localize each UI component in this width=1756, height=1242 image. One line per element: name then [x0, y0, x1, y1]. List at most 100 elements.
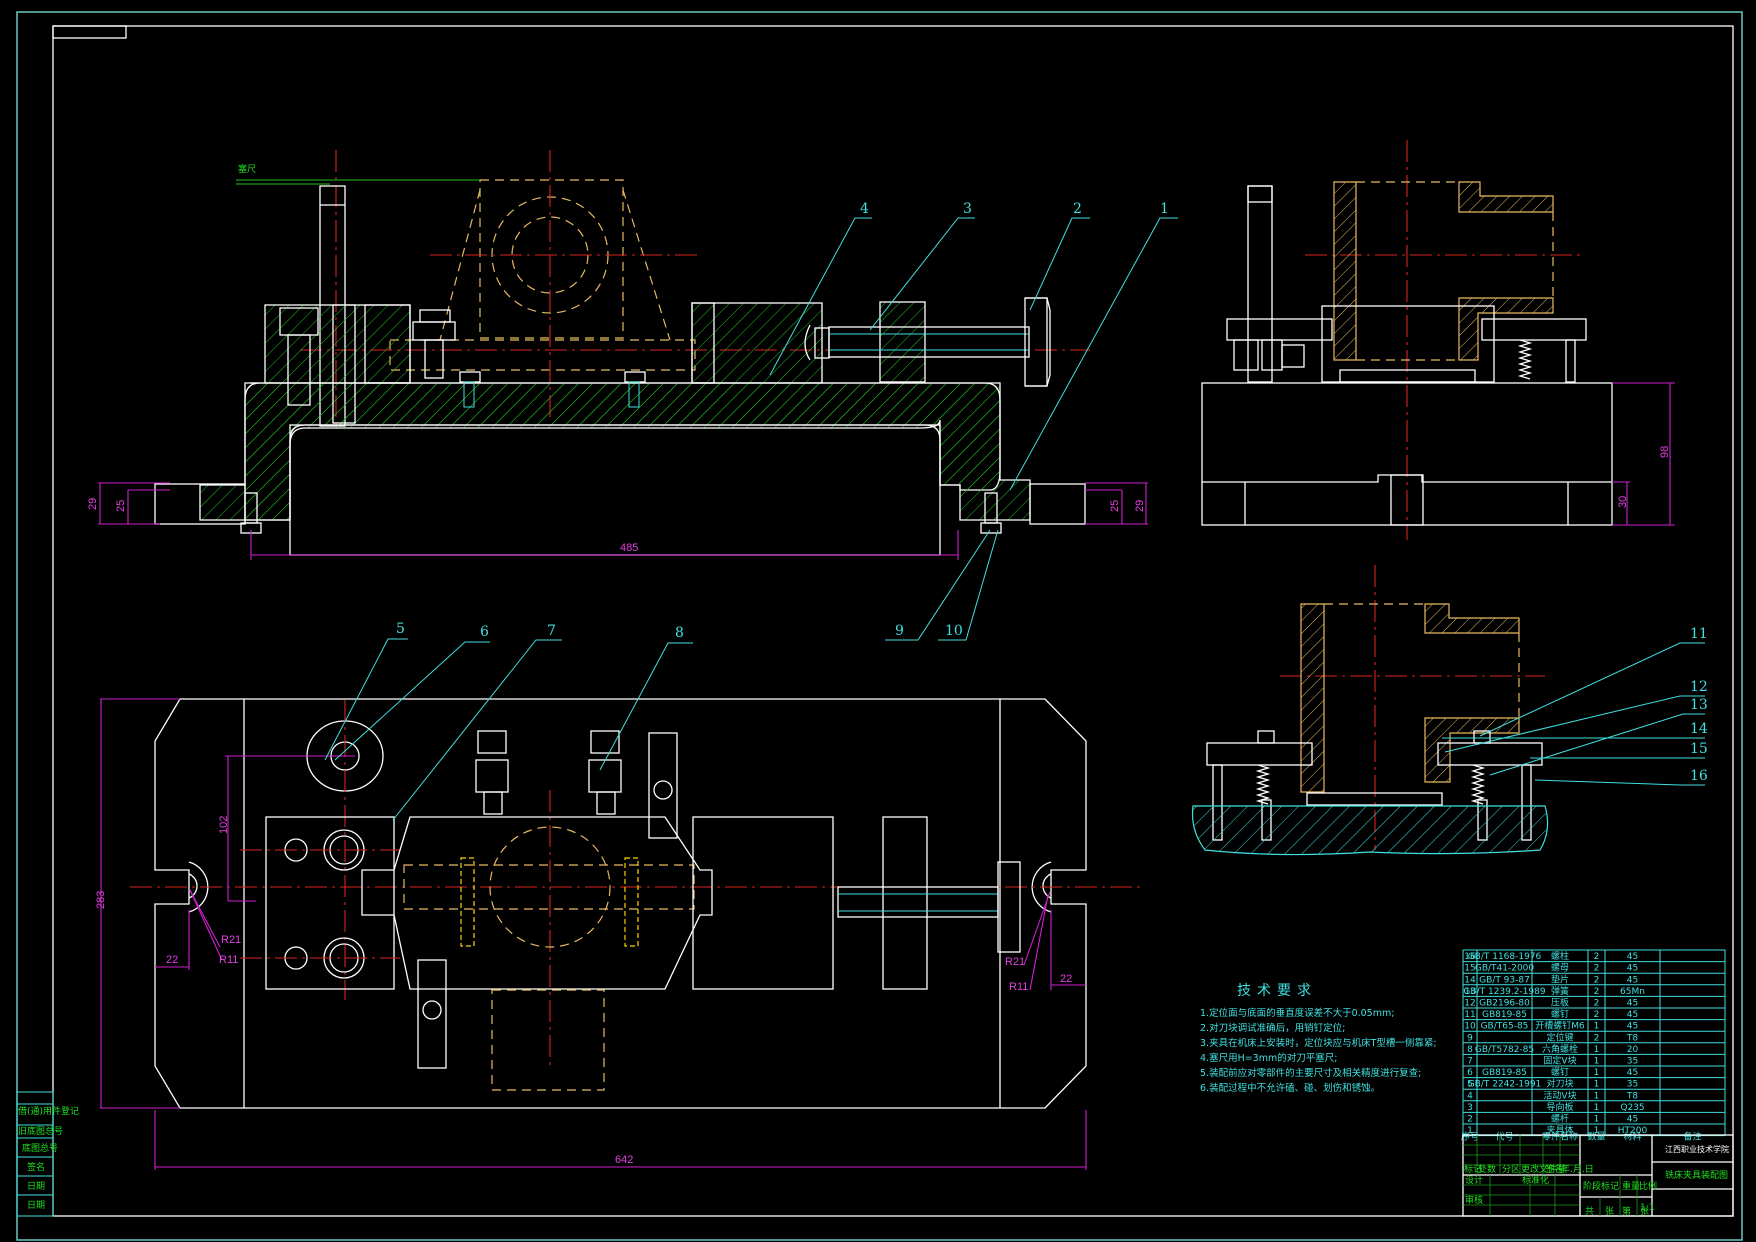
balloon-13: 13 — [1690, 697, 1708, 713]
parts-cell-mat: 45 — [1627, 999, 1638, 1009]
parts-cell-name: 螺钉 — [1551, 1067, 1569, 1078]
tb-school: 江西职业技术学院 — [1665, 1144, 1729, 1154]
parts-cell-mat: 45 — [1627, 1022, 1638, 1032]
dim-plan-offset: 102 — [218, 816, 230, 834]
parts-cell-name: 定位键 — [1546, 1031, 1573, 1043]
parts-cell-mat: Q235 — [1620, 1103, 1644, 1113]
parts-cell-name: 导向板 — [1546, 1101, 1573, 1113]
parts-cell-code: GB/T 93-87 — [1479, 975, 1530, 985]
parts-cell-no: 11 — [1464, 1010, 1475, 1020]
tech-req-item: 6.装配过程中不允许磕、碰、划伤和锈蚀。 — [1200, 1082, 1380, 1094]
parts-cell-mat: T8 — [1626, 1091, 1638, 1101]
dim-slot-left-width: 22 — [166, 954, 178, 966]
tb-date: 年.月.日 — [1561, 1163, 1594, 1175]
parts-header-cell: 备注 — [1683, 1130, 1701, 1142]
parts-cell-mat: 45 — [1627, 1068, 1638, 1078]
parts-cell-no: 3 — [1467, 1103, 1473, 1113]
dim-front-width: 485 — [620, 542, 638, 554]
dim-side-height: 98 — [1659, 446, 1671, 458]
dim-front-right-h1: 25 — [1109, 500, 1121, 512]
tb-review: 审核 — [1465, 1194, 1483, 1206]
parts-cell-no: 8 — [1467, 1045, 1473, 1055]
parts-cell-no: 5 — [1467, 1080, 1473, 1090]
parts-cell-mat: 45 — [1627, 952, 1638, 962]
parts-cell-no: 7 — [1467, 1057, 1473, 1067]
balloon-10: 10 — [945, 623, 963, 639]
dim-slot-right-width: 22 — [1060, 973, 1072, 985]
parts-cell-no: 4 — [1467, 1091, 1473, 1101]
corner-tab — [52, 25, 127, 39]
parts-cell-code: GB819-85 — [1482, 1068, 1527, 1078]
parts-cell-qty: 1 — [1594, 1126, 1600, 1136]
tb-page2: 张 — [1640, 1206, 1649, 1217]
balloon-4: 4 — [860, 201, 869, 217]
parts-header-cell: 材料 — [1623, 1130, 1641, 1142]
parts-cell-name: 螺钉 — [1551, 1009, 1569, 1020]
parts-cell-no: 2 — [1467, 1115, 1473, 1125]
tb-weight: 重量 — [1622, 1180, 1640, 1192]
parts-cell-qty: 2 — [1594, 975, 1600, 985]
tech-req-item: 5.装配前应对零部件的主要尺寸及相关精度进行复查; — [1200, 1067, 1421, 1079]
parts-cell-no: 9 — [1467, 1033, 1473, 1043]
parts-cell-name: 压板 — [1551, 997, 1569, 1009]
tb-sheets2: 张 — [1605, 1206, 1614, 1217]
balloon-15: 15 — [1690, 741, 1708, 757]
parts-cell-mat: 45 — [1627, 1115, 1638, 1125]
parts-cell-no: 16 — [1464, 952, 1476, 962]
parts-cell-mat: 45 — [1627, 975, 1638, 985]
parts-cell-mat: 20 — [1627, 1045, 1639, 1055]
parts-cell-code: GB/T 2242-1991 — [1468, 1080, 1542, 1090]
parts-list-header: 序号代号零件名称数量材料备注 — [1461, 1130, 1702, 1142]
balloon-8: 8 — [675, 625, 684, 641]
strip-label: 旧底图总号 — [18, 1125, 63, 1137]
tech-req-item: 1.定位面与底面的垂直度误差不大于0.05mm; — [1200, 1007, 1394, 1019]
parts-cell-name: 固定V块 — [1543, 1055, 1576, 1067]
parts-cell-name: 垫片 — [1551, 973, 1569, 985]
balloon-12: 12 — [1690, 679, 1708, 695]
tb-zone: 分区 — [1502, 1164, 1520, 1175]
parts-cell-code: GB/T5782-85 — [1475, 1045, 1534, 1055]
tb-design: 设计 — [1465, 1174, 1483, 1186]
parts-cell-qty: 1 — [1594, 1091, 1600, 1101]
tech-req-title: 技术要求 — [1237, 983, 1317, 999]
parts-cell-qty: 1 — [1594, 1080, 1600, 1090]
parts-cell-qty: 1 — [1594, 1045, 1600, 1055]
tb-signature: 签名 — [1545, 1163, 1563, 1175]
tech-req-item: 2.对刀块调试准确后，用销钉定位; — [1200, 1022, 1345, 1034]
dim-front-right-h2: 29 — [1134, 500, 1146, 512]
parts-header-cell: 代号 — [1495, 1131, 1513, 1142]
parts-cell-qty: 1 — [1594, 1103, 1600, 1113]
strip-label: 日期 — [27, 1200, 45, 1211]
title-block: 标记 处数 分区 更改文件号 签名 年.月.日 设计 标准化 审核 阶段标记 重… — [1462, 1134, 1734, 1217]
plan-view: 283 102 642 22 R21 R11 22 R21 R11 5 6 7 … — [95, 621, 1140, 1170]
parts-cell-name: 开槽螺钉M6 — [1535, 1020, 1585, 1032]
tb-count: 处数 — [1478, 1163, 1496, 1175]
parts-cell-qty: 2 — [1594, 952, 1600, 962]
tb-drawing-title: 铣床夹具装配图 — [1665, 1169, 1728, 1181]
detail-section-view: 11 12 13 14 15 16 — [1191, 565, 1708, 856]
parts-cell-qty: 1 — [1594, 1022, 1600, 1032]
parts-cell-name: 螺母 — [1551, 963, 1569, 974]
balloon-5: 5 — [396, 621, 405, 637]
left-margin-strip: 借(通)用件登记 旧底图总号 底图总号 签名 日期 日期 — [16, 1091, 79, 1217]
parts-cell-code: GB/T65-85 — [1481, 1022, 1529, 1032]
front-view: 塞尺 — [87, 150, 1178, 641]
parts-cell-no: 1 — [1467, 1126, 1473, 1136]
parts-cell-qty: 1 — [1594, 1057, 1600, 1067]
parts-cell-name: 六角螺栓 — [1542, 1043, 1578, 1055]
feeler-gauge-label: 塞尺 — [238, 163, 256, 175]
balloon-16: 16 — [1690, 768, 1708, 784]
parts-cell-name: 夹具体 — [1546, 1124, 1573, 1136]
tb-page: 第 — [1622, 1205, 1631, 1217]
